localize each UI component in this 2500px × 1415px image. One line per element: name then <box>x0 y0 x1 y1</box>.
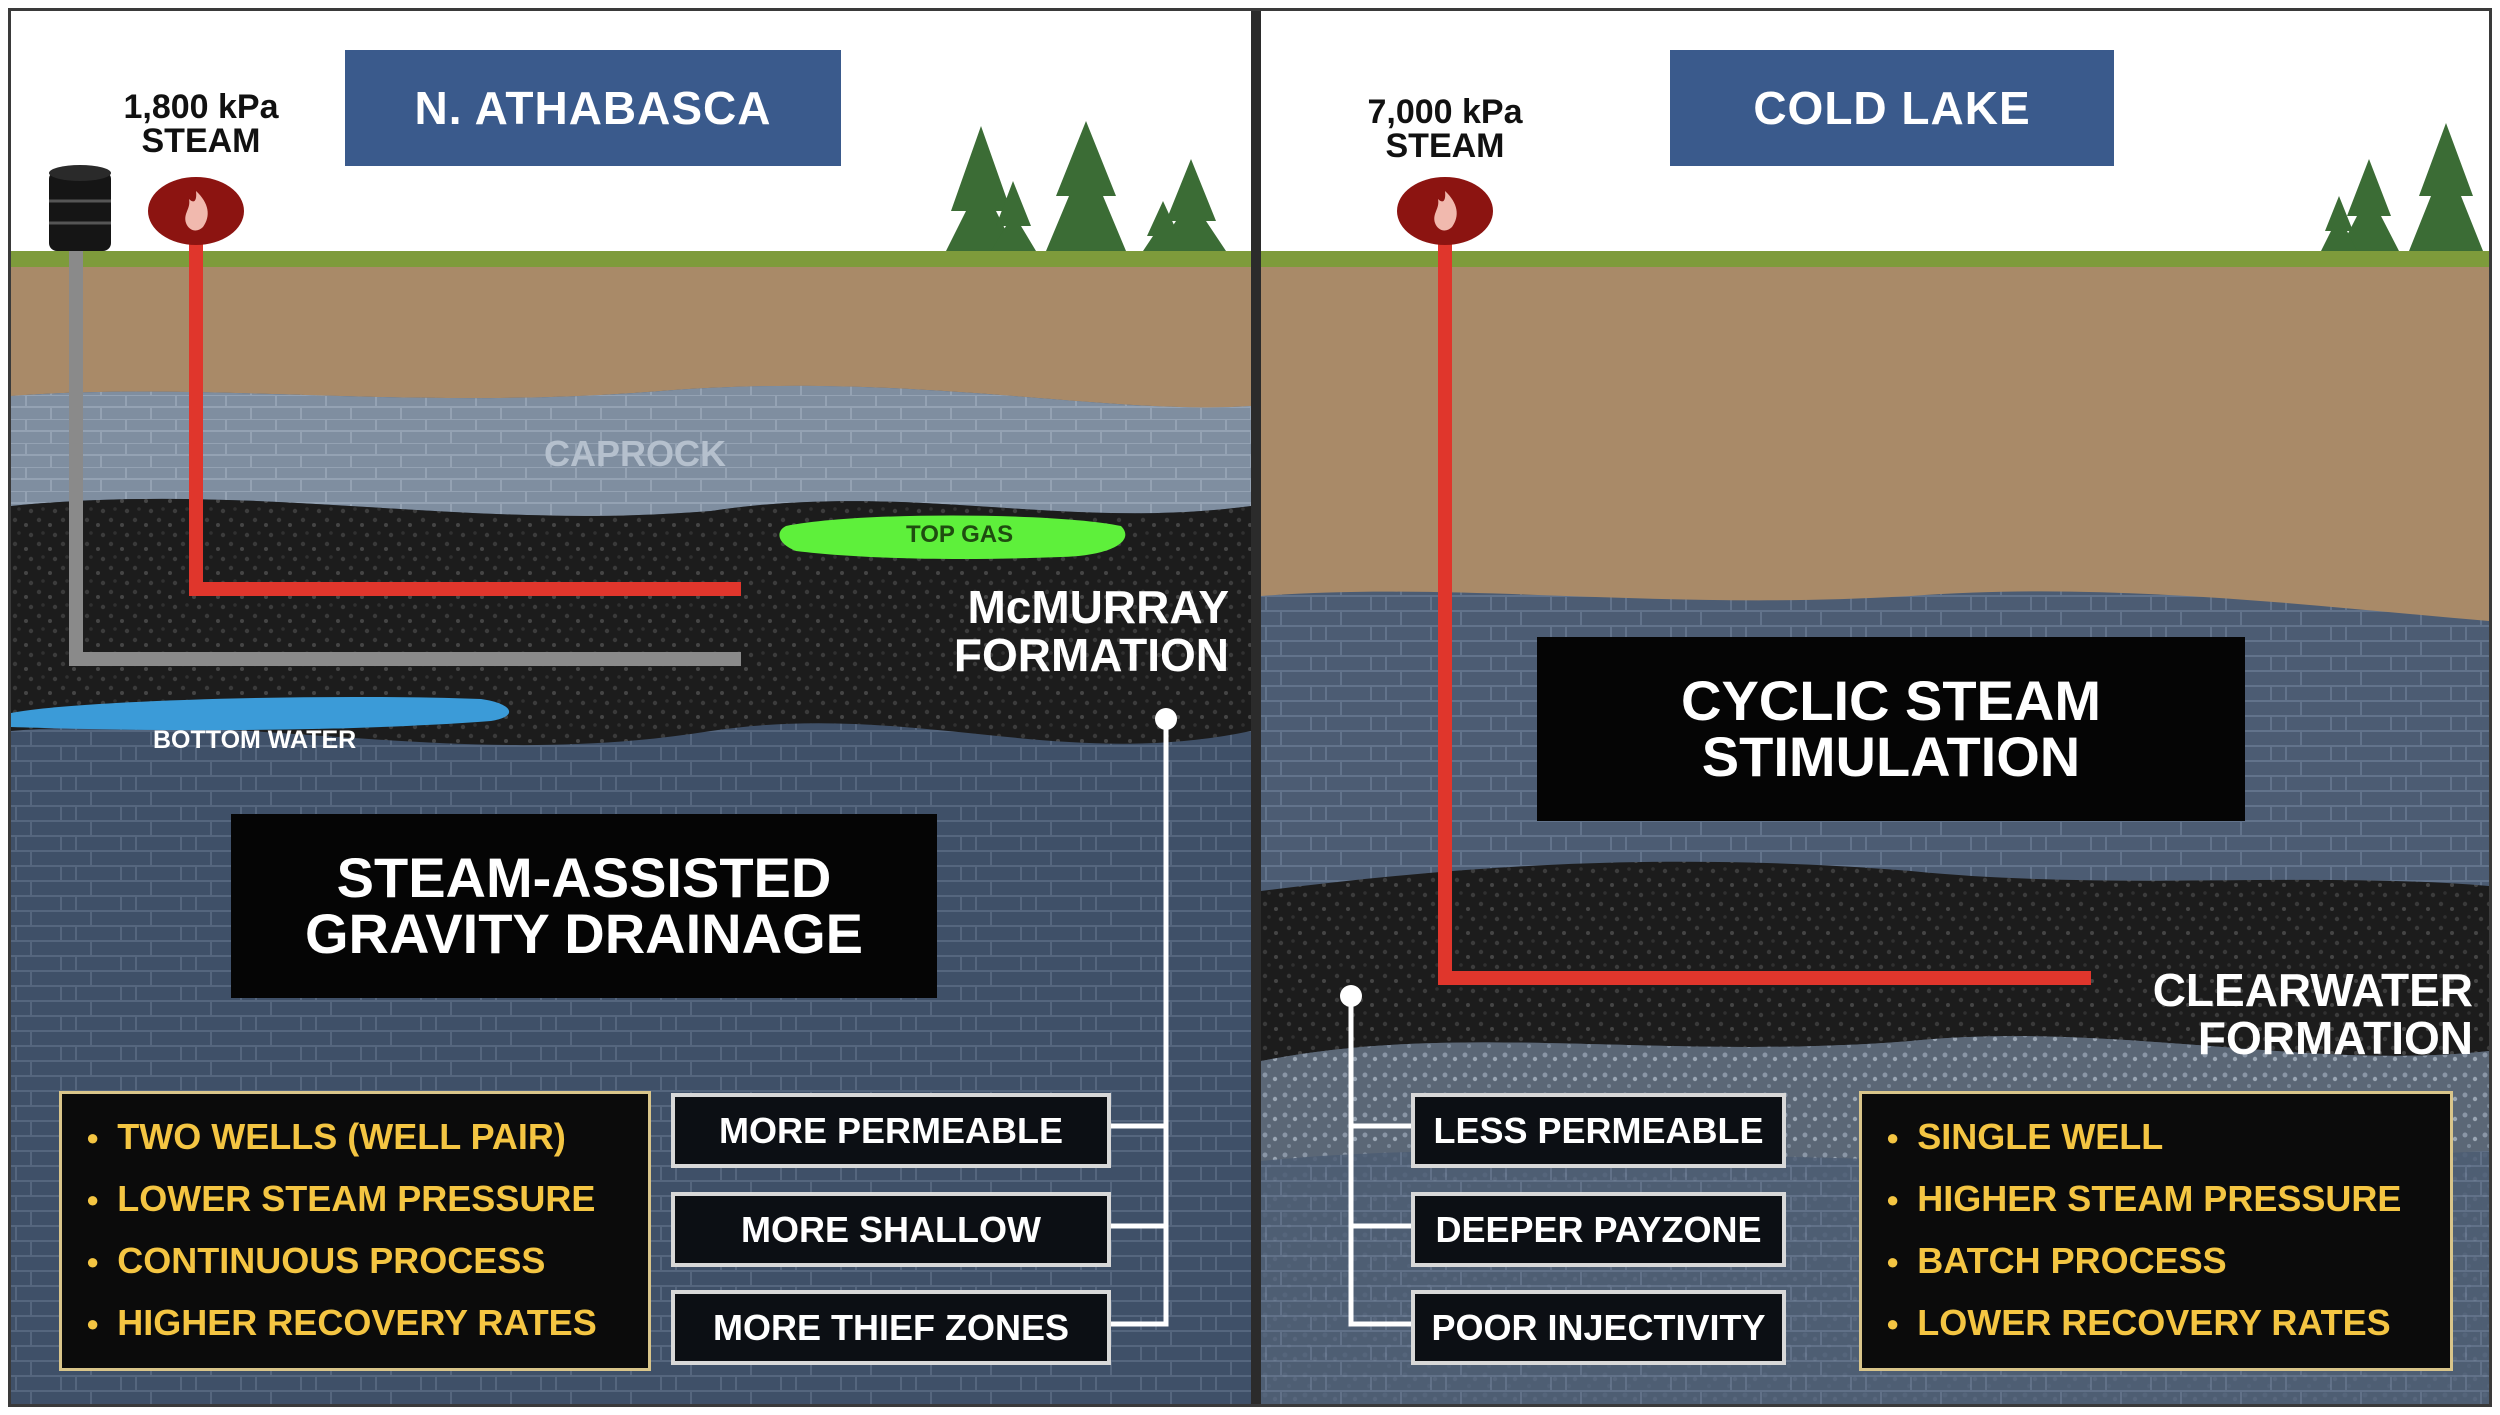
bottom-water-label: BOTTOM WATER <box>153 726 357 754</box>
method-box: CYCLIC STEAM STIMULATION <box>1537 637 2245 821</box>
mcmurray-formation-layer <box>11 498 1251 746</box>
pressure-value: 1,800 kPa <box>123 88 279 126</box>
feature-item: HIGHER STEAM PRESSURE <box>1886 1170 2426 1232</box>
features-box: SINGLE WELL HIGHER STEAM PRESSURE BATCH … <box>1859 1091 2453 1371</box>
property-box: MORE SHALLOW <box>671 1192 1111 1267</box>
formation-label-line1: McMURRAY <box>967 581 1229 633</box>
steam-injector-well <box>189 236 741 596</box>
soil-layer <box>11 266 1251 408</box>
storage-tank-icon <box>49 165 111 251</box>
caprock-label: CAPROCK <box>544 433 727 474</box>
feature-item: LOWER RECOVERY RATES <box>1886 1294 2426 1356</box>
feature-item: TWO WELLS (WELL PAIR) <box>86 1108 624 1170</box>
pressure-unit: STEAM <box>1385 127 1505 165</box>
property-connector <box>1106 719 1169 1327</box>
features-box: TWO WELLS (WELL PAIR) LOWER STEAM PRESSU… <box>59 1091 651 1371</box>
property-box: MORE PERMEABLE <box>671 1093 1111 1168</box>
property-box: POOR INJECTIVITY <box>1411 1290 1786 1365</box>
panel-divider <box>1251 11 1261 1404</box>
pine-tree-icon <box>2321 123 2483 251</box>
formation-label-line1: CLEARWATER <box>2152 964 2473 1016</box>
flame-icon <box>1397 177 1493 245</box>
formation-label: McMURRAY FORMATION <box>911 583 1229 679</box>
method-line1: STEAM-ASSISTED <box>336 846 832 909</box>
method-box: STEAM-ASSISTED GRAVITY DRAINAGE <box>231 814 937 998</box>
formation-label-line2: FORMATION <box>953 629 1229 681</box>
feature-item: LOWER STEAM PRESSURE <box>86 1170 624 1232</box>
formation-label-line2: FORMATION <box>2197 1012 2473 1064</box>
property-box: DEEPER PAYZONE <box>1411 1192 1786 1267</box>
soil-layer <box>1261 266 2489 621</box>
connector-dot <box>1155 708 1177 730</box>
athabasca-panel: N. ATHABASCA 1,800 kPa STEAM CAPROCK TOP… <box>11 11 1251 1404</box>
flame-icon <box>148 177 244 245</box>
method-line2: STIMULATION <box>1701 725 2081 788</box>
ground-surface <box>1261 251 2489 267</box>
method-line2: GRAVITY DRAINAGE <box>305 902 863 965</box>
top-gas-label: TOP GAS <box>906 521 1014 548</box>
top-gas-pocket <box>779 515 1126 559</box>
property-connector <box>1348 996 1411 1327</box>
formation-label: CLEARWATER FORMATION <box>2141 966 2473 1062</box>
caprock-layer <box>11 385 1251 516</box>
connector-dot <box>1340 985 1362 1007</box>
region-title: N. ATHABASCA <box>345 50 841 166</box>
pressure-unit: STEAM <box>141 122 261 160</box>
pressure-value: 7,000 kPa <box>1367 93 1523 131</box>
bottom-water-zone <box>11 696 510 731</box>
feature-item: SINGLE WELL <box>1886 1108 2426 1170</box>
feature-item: CONTINUOUS PROCESS <box>86 1232 624 1294</box>
region-title: COLD LAKE <box>1670 50 2114 166</box>
feature-item: BATCH PROCESS <box>1886 1232 2426 1294</box>
feature-item: HIGHER RECOVERY RATES <box>86 1294 624 1356</box>
pine-tree-icon <box>946 121 1226 251</box>
property-box: MORE THIEF ZONES <box>671 1290 1111 1365</box>
cold-lake-panel: COLD LAKE 7,000 kPa STEAM CYCLIC STEAM S… <box>1261 11 2489 1404</box>
steam-injector-well <box>1438 236 2091 985</box>
clearwater-formation-layer <box>1261 861 2489 1061</box>
steam-pressure-label: 1,800 kPa STEAM <box>91 90 311 158</box>
method-line1: CYCLIC STEAM <box>1681 669 2101 732</box>
producer-well <box>69 251 741 666</box>
property-box: LESS PERMEABLE <box>1411 1093 1786 1168</box>
ground-surface <box>11 251 1251 267</box>
steam-pressure-label: 7,000 kPa STEAM <box>1335 95 1555 163</box>
figure-frame <box>8 8 2492 1407</box>
